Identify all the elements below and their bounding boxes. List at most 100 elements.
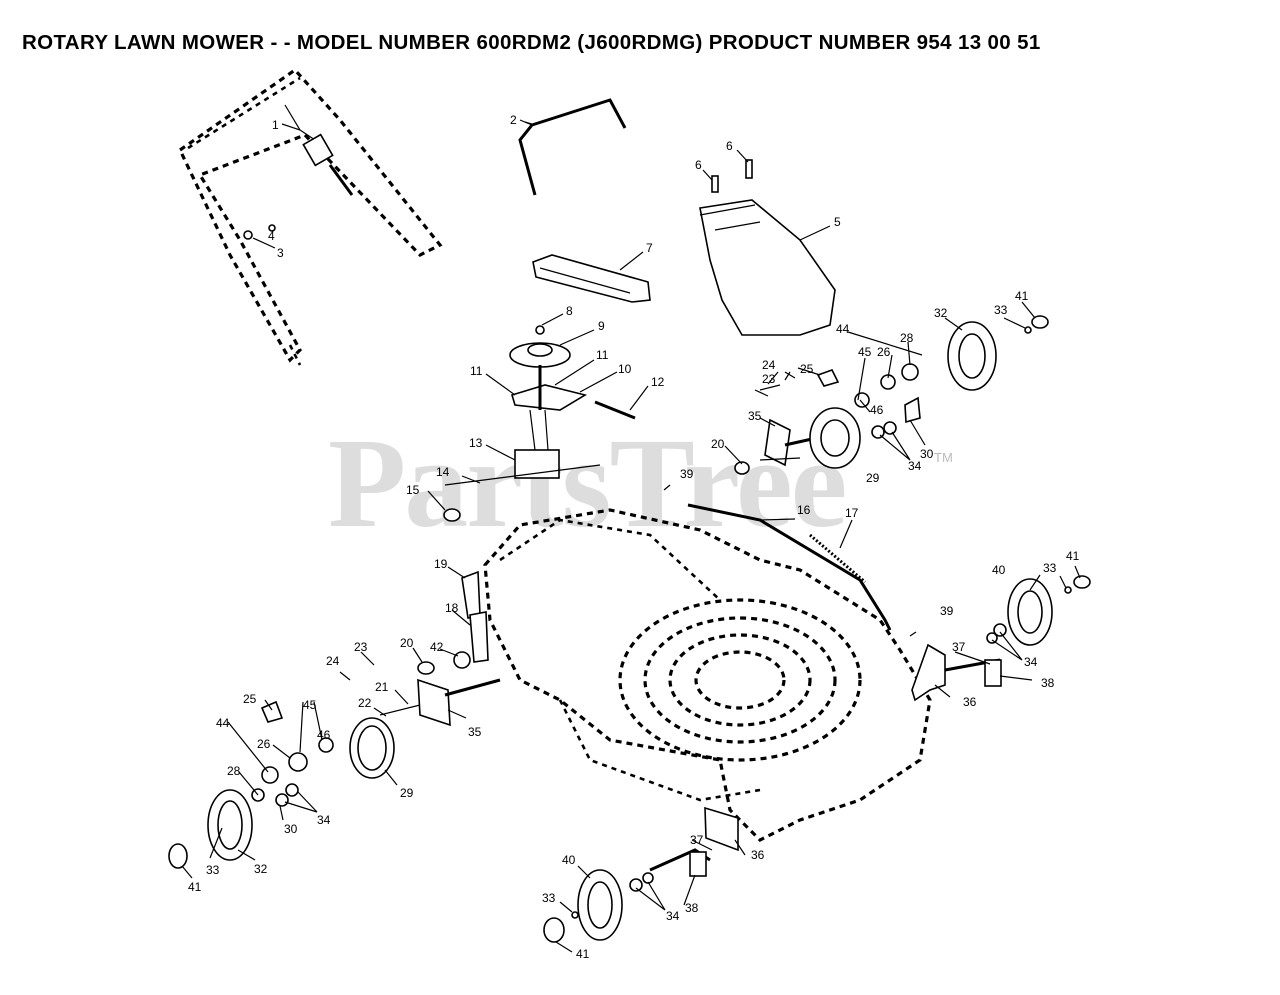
callout-39: 39: [680, 467, 694, 481]
watermark-logo: PartsTree: [328, 412, 847, 554]
callout-11: 11: [470, 364, 483, 378]
gear-case: [443, 409, 601, 522]
callout-30: 30: [284, 822, 298, 836]
wheel-bracket-left-front: [649, 806, 739, 877]
callout-35: 35: [748, 409, 762, 423]
wheel-bracket-left-rear: [379, 651, 501, 727]
callout-2: 2: [510, 113, 517, 127]
callout-41: 41: [576, 947, 590, 961]
callout-25: 25: [243, 692, 257, 706]
wheel-rear-left: [168, 789, 253, 869]
callout-5: 5: [834, 215, 841, 229]
callout-4: 4: [268, 229, 275, 243]
bail-rod: [518, 98, 627, 196]
callout-37: 37: [690, 833, 704, 847]
callout-36: 36: [751, 848, 765, 862]
callout-40: 40: [562, 853, 576, 867]
callout-26: 26: [257, 737, 271, 751]
callout-44: 44: [216, 716, 230, 730]
callout-34: 34: [1024, 655, 1038, 669]
callout-labels: 1 2 3 4 5 6 6 7 8 9 10 11 11 12 13 14 15…: [188, 113, 1080, 961]
callout-33: 33: [1043, 561, 1057, 575]
handle-bolt: [243, 224, 276, 249]
callout-22: 22: [358, 696, 372, 710]
callout-41: 41: [1066, 549, 1080, 563]
wheel-cover-right: [809, 407, 861, 469]
page-title: ROTARY LAWN MOWER - - MODEL NUMBER 600RD…: [22, 31, 1041, 54]
callout-20: 20: [400, 636, 414, 650]
callout-46: 46: [870, 403, 884, 417]
callout-26: 26: [877, 345, 891, 359]
pulley-bracket: [511, 365, 636, 420]
callout-24: 24: [326, 654, 340, 668]
callout-38: 38: [1041, 676, 1055, 690]
callout-9: 9: [598, 319, 605, 333]
callout-40: 40: [992, 563, 1006, 577]
control-cable: [284, 104, 354, 196]
callout-leaders: [181, 119, 1081, 953]
wheel-rear-right: [947, 315, 1049, 391]
callout-6: 6: [726, 139, 733, 153]
callout-42: 42: [430, 640, 444, 654]
callout-29: 29: [866, 471, 880, 485]
callout-1: 1: [272, 118, 279, 132]
callout-32: 32: [934, 306, 948, 320]
callout-32: 32: [254, 862, 268, 876]
callout-41: 41: [188, 880, 202, 894]
callout-36: 36: [963, 695, 977, 709]
callout-34: 34: [666, 909, 680, 923]
callout-29: 29: [400, 786, 414, 800]
callout-20: 20: [711, 437, 725, 451]
wheel-front-right: [986, 575, 1091, 646]
callout-7: 7: [646, 241, 653, 255]
callout-24: 24: [762, 358, 776, 372]
mower-deck-outline: [483, 508, 932, 842]
callout-45: 45: [303, 698, 317, 712]
callout-38: 38: [685, 901, 699, 915]
callout-33: 33: [994, 303, 1008, 317]
callout-14: 14: [436, 465, 450, 479]
callout-3: 3: [277, 246, 284, 260]
callout-33: 33: [542, 891, 556, 905]
callout-28: 28: [900, 331, 914, 345]
callout-15: 15: [406, 483, 420, 497]
height-adjuster-rod: [687, 503, 892, 631]
handle-outline: [177, 67, 443, 363]
height-lever: [461, 570, 489, 663]
watermark-trademark: TM: [934, 450, 953, 465]
callout-13: 13: [469, 436, 483, 450]
callout-21: 21: [375, 680, 389, 694]
callout-18: 18: [445, 601, 459, 615]
drive-belt: [532, 254, 651, 303]
callout-8: 8: [566, 304, 573, 318]
callout-33: 33: [206, 863, 220, 877]
callout-46: 46: [317, 728, 331, 742]
callout-45: 45: [858, 345, 872, 359]
callout-10: 10: [618, 362, 632, 376]
wheel-front-left: [543, 869, 654, 943]
discharge-chute: [699, 199, 836, 336]
callout-44: 44: [836, 322, 850, 336]
callout-25: 25: [800, 362, 814, 376]
callout-17: 17: [845, 506, 859, 520]
callout-19: 19: [434, 557, 448, 571]
callout-28: 28: [227, 764, 241, 778]
drive-gear-set-left: [251, 700, 334, 807]
callout-41: 41: [1015, 289, 1029, 303]
callout-23: 23: [354, 640, 368, 654]
callout-39: 39: [940, 604, 954, 618]
callout-35: 35: [468, 725, 482, 739]
callout-12: 12: [651, 375, 665, 389]
callout-34: 34: [908, 459, 922, 473]
pulley: [509, 325, 571, 368]
callout-16: 16: [797, 503, 811, 517]
callout-6: 6: [695, 158, 702, 172]
callout-30: 30: [920, 447, 934, 461]
callout-11: 11: [596, 348, 609, 362]
wheel-cover-left: [349, 717, 395, 779]
callout-23: 23: [762, 372, 776, 386]
callout-34: 34: [317, 813, 331, 827]
callout-37: 37: [952, 640, 966, 654]
